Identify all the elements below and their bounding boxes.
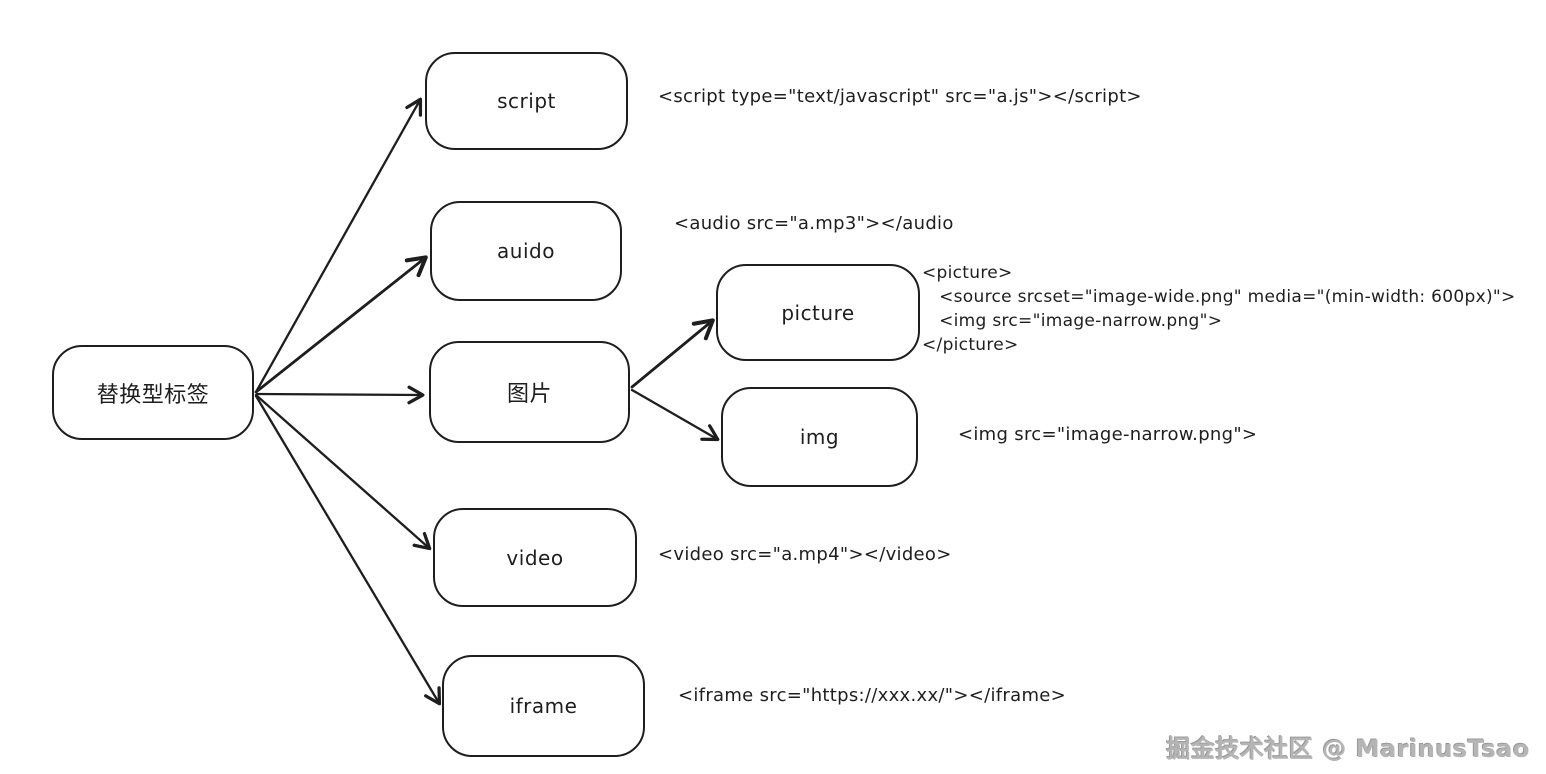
arrow-root-to-iframe [254,394,442,706]
picture-code-line-1: <picture> [922,263,1013,283]
video-code-annotation: <video src="a.mp4"></video> [658,544,952,565]
node-script-label: script [497,89,556,113]
node-image-label: 图片 [506,382,552,407]
node-script: script [425,52,628,150]
node-iframe-label: iframe [509,694,578,718]
arrow-root-to-image [255,385,425,405]
node-root: 替换型标签 [52,345,254,440]
arrow-root-to-video [254,393,432,551]
node-image: 图片 [429,341,630,443]
script-code-annotation: <script type="text/javascript" src="a.js… [658,86,1142,107]
node-video-label: video [506,545,564,570]
arrow-root-to-audio [254,255,428,394]
juejin-watermark: 掘金技术社区 @ MarinusTsao [1166,735,1530,763]
node-picture: picture [716,264,920,361]
img-code-annotation: <img src="image-narrow.png"> [958,424,1258,445]
node-picture-label: picture [781,300,855,325]
node-img: img [721,387,918,487]
node-iframe: iframe [442,655,645,757]
node-root-label: 替换型标签 [96,382,210,408]
iframe-code-annotation: <iframe src="https://xxx.xx/"></iframe> [678,685,1067,706]
node-audio: auido [430,201,622,301]
picture-code-line-4: </picture> [922,335,1019,355]
picture-code-line-2: <source srcset="image-wide.png" media="(… [922,287,1516,307]
arrow-root-to-script [254,97,423,394]
node-img-label: img [799,425,840,449]
audio-code-annotation: <audio src="a.mp3"></audio [674,213,954,234]
node-audio-label: auido [497,239,555,263]
arrow-image-to-img [630,388,720,442]
arrow-image-to-picture [630,318,715,389]
picture-code-annotation: <picture> <source srcset="image-wide.png… [922,261,1516,357]
node-video: video [433,508,637,607]
picture-code-line-3: <img src="image-narrow.png"> [922,311,1223,331]
